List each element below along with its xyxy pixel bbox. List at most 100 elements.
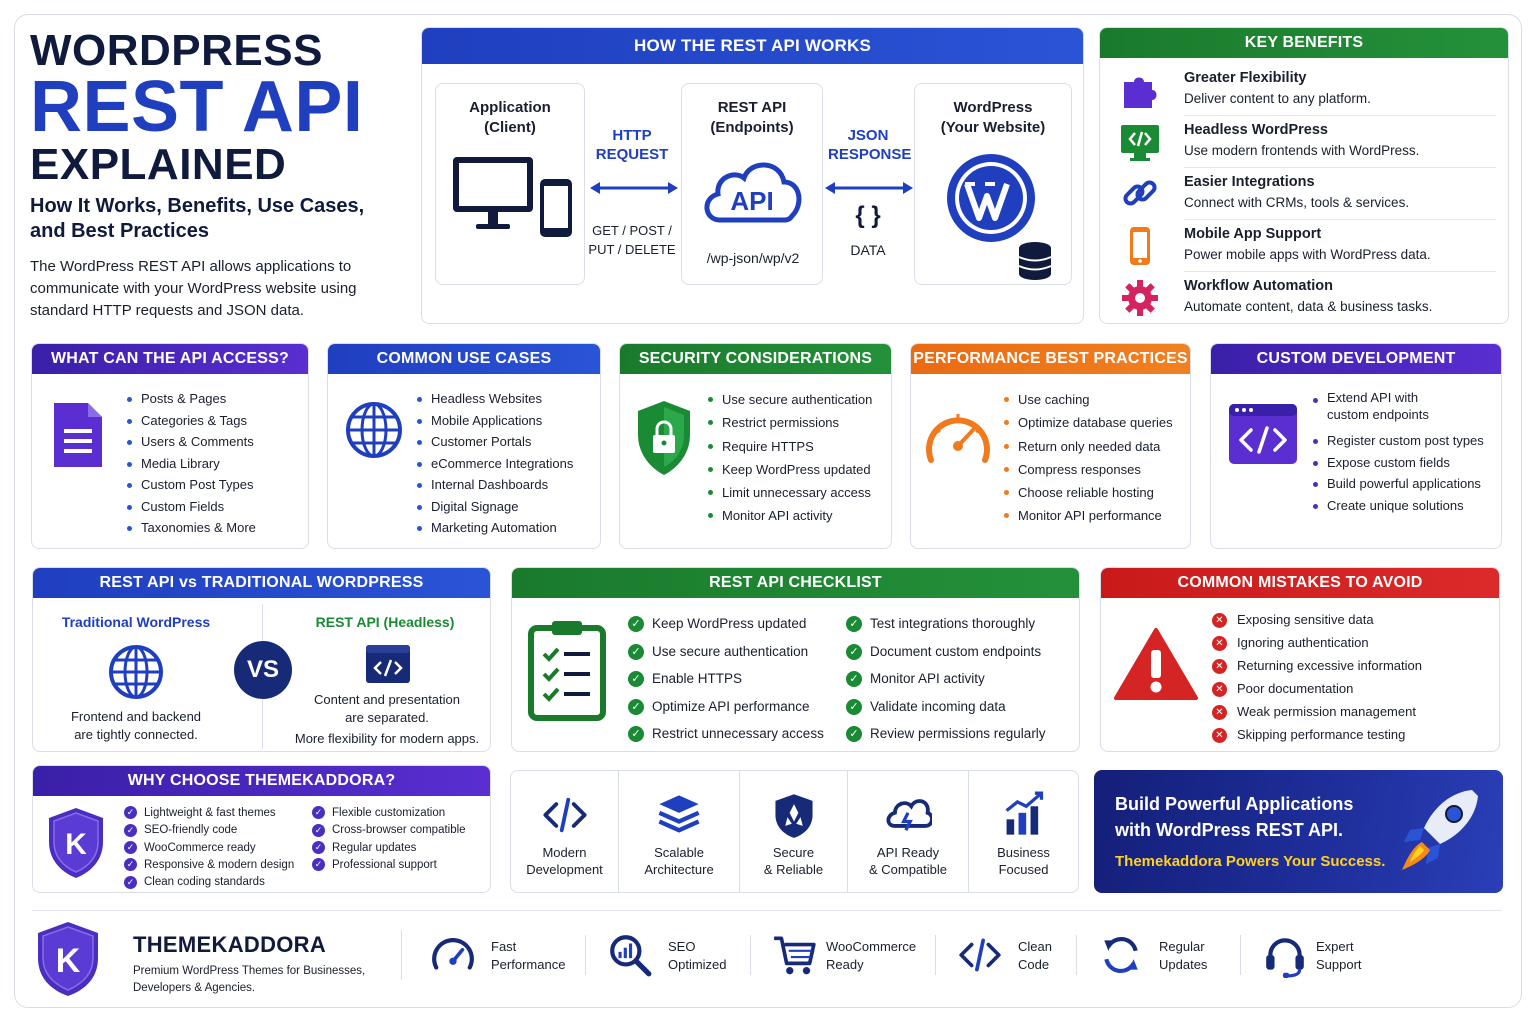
usecases-header: COMMON USE CASES [328,344,600,374]
list-item: Use caching [1002,388,1173,411]
response-line: JSON [847,127,889,144]
intro-line: The WordPress REST API allows applicatio… [30,258,352,275]
feature-item: Secure & Reliable [740,771,848,892]
api-box: REST API (Endpoints) API /wp-json/wp/v2 [681,83,823,285]
x-circle-icon: ✕ [1212,728,1227,744]
cta-line: with WordPress REST API. [1115,820,1344,840]
globe-icon [346,402,402,458]
feature-label: Architecture [644,862,714,877]
checklist-item-text: Test integrations thoroughly [870,616,1036,631]
check-icon: ✓ [628,616,644,633]
divider [1184,219,1496,220]
list-item: Users & Comments [125,431,256,453]
check-icon: ✓ [312,841,325,855]
desc-line: Frontend and backend [70,709,202,724]
custom-item-text: Expose custom fields [1327,454,1450,470]
layers-icon [658,795,700,833]
checklist-col1: ✓Keep WordPress updated✓Use secure authe… [628,610,824,748]
custom-dev-card: CUSTOM DEVELOPMENT Extend API with custo… [1210,343,1502,549]
data-label: DATA [850,242,886,258]
x-circle-icon: ✕ [1212,613,1227,629]
code-window-icon [1229,404,1297,464]
endpoint-path: /wp-json/wp/v2 [706,250,800,266]
checklist-item-text: Document custom endpoints [870,643,1042,659]
devices-icon [453,157,572,237]
why-card: WHY CHOOSE THEMEKADDORA? K ✓Lightweight … [32,765,491,893]
list-item: Optimize database queries [1002,411,1173,434]
bidirectional-arrow-icon [590,182,678,194]
checklist-item-text: Validate incoming data [870,698,1006,714]
brand-desc: Premium WordPress Themes for Businesses,… [133,963,365,997]
performance-item-text: Compress responses [1018,461,1141,477]
divider [1240,935,1241,975]
checklist-header: REST API CHECKLIST [512,568,1079,598]
why-header: WHY CHOOSE THEMEKADDORA? [33,766,490,796]
checklist-item-text: Restrict unnecessary access [652,726,824,741]
why-item: ✓Lightweight & fast themes [124,805,294,822]
desc-line: Content and presentation [314,692,460,707]
page-frame [14,14,1522,1008]
list-item: Posts & Pages [125,388,256,410]
headless-desc: Content and presentation are separated. … [273,691,490,748]
document-icon [54,403,102,467]
why-item-text: SEO-friendly code [144,824,238,837]
why-item: ✓Clean coding standards [124,874,294,891]
benefit-title: Mobile App Support [1184,226,1322,242]
feature-label: Development [526,862,603,877]
security-header: SECURITY CONSIDERATIONS [620,344,891,374]
list-item: Build powerful applications [1311,473,1484,495]
cta-tagline: Themekaddora Powers Your Success. [1115,853,1386,870]
divider [585,935,586,975]
x-circle-icon: ✕ [1212,659,1227,675]
desc-line: are separated. [345,710,429,725]
checklist-item: ✓Enable HTTPS [628,665,824,693]
client-sub-label: (Client) [484,119,536,136]
usecases-item-text: Mobile Applications [431,412,543,428]
why-item: ✓Professional support [312,857,466,874]
mistake-item: ✕ Skipping performance testing [1212,723,1422,746]
site-label: WordPress [953,99,1033,116]
mistake-item-text: Skipping performance testing [1237,727,1406,742]
security-item-text: Keep WordPress updated [722,461,871,477]
cart-icon [774,936,816,975]
cta-text: Build Powerful Applications with WordPre… [1115,791,1353,843]
footer-feature-label: Clean [1018,939,1052,954]
list-item: Monitor API activity [706,504,872,527]
shield-icon [774,794,813,838]
feature-item: API Ready& Compatible [848,771,969,892]
list-item: Choose reliable hosting [1002,481,1173,504]
desc-line: are tightly connected. [74,727,198,742]
list-item: Register custom post types [1311,430,1484,452]
intro-line: communicate with your WordPress website … [30,280,357,297]
check-icon: ✓ [846,643,862,660]
usecases-item-text: Internal Dashboards [431,477,549,492]
vs-badge: VS [234,641,292,699]
usecases-item-text: Digital Signage [431,498,519,514]
access-item-text: Posts & Pages [141,391,227,406]
benefit-desc: Use modern frontends with WordPress. [1184,143,1420,158]
why-item-text: Professional support [332,858,437,871]
feature-label: & Reliable [763,862,824,877]
wordpress-box: WordPress (Your Website) [914,83,1072,285]
title-line2: REST API [30,67,364,147]
check-icon: ✓ [124,858,137,872]
why-item: ✓Cross-browser compatible [312,822,466,839]
why-item-text: Flexible customization [332,807,446,819]
x-circle-icon: ✕ [1212,636,1227,652]
footer-feature-label: Performance [491,957,566,972]
footer-feature-label: WooCommerce [826,939,917,954]
feature-label: Secure [772,845,815,860]
usecases-item-text: Marketing Automation [431,520,557,535]
list-item: Internal Dashboards [415,474,573,496]
mistake-item-text: Returning excessive information [1237,658,1422,673]
list-item: eCommerce Integrations [415,453,573,475]
list-item: Expose custom fields [1311,452,1484,474]
